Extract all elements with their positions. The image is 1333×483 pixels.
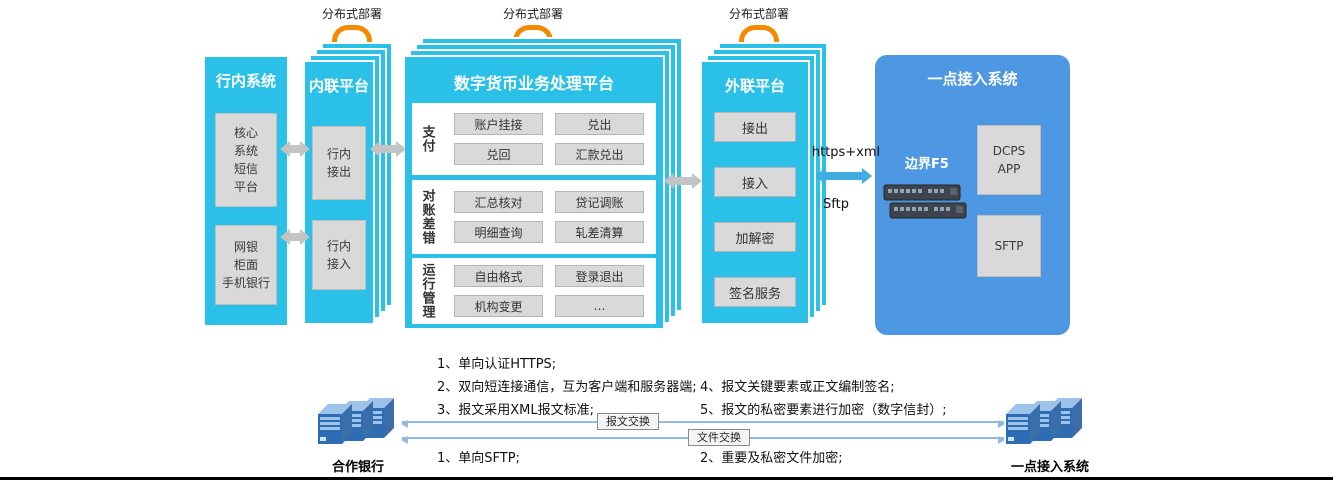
arrow-bar	[289, 145, 301, 153]
server-cluster-icon	[1006, 398, 1082, 444]
dcep-function-button: 汇总核对	[454, 191, 543, 213]
operations-button-grid: 自由格式 登录退出 机构变更 …	[442, 258, 656, 324]
access-system-bottom-label: 一点接入系统	[1010, 460, 1089, 475]
inner-platform-title: 内联平台	[308, 77, 369, 95]
note-encryption: 5、报文的私密要素进行加密（数字信封）;	[700, 403, 947, 418]
inner-out-box: 行内 接出	[312, 126, 366, 200]
core-system-box: 核心 系统 短信 平台	[215, 113, 277, 207]
bottom-border-line	[0, 477, 1333, 480]
note-file-encryption: 2、重要及私密文件加密;	[700, 451, 843, 466]
deploy-marker-3: 分布式部署	[721, 5, 797, 46]
arrow-bar	[824, 172, 863, 180]
dcep-platform-title: 数字货币业务处理平台	[453, 74, 614, 93]
external-platform: 外联平台 接出 接入 加解密 签名服务	[700, 42, 828, 325]
inner-platform-face: 内联平台 行内 接出 行内 接入	[303, 60, 375, 325]
dcep-function-button: 兑出	[555, 113, 644, 135]
deploy-label: 分布式部署	[502, 7, 563, 21]
external-platform-title: 外联平台	[724, 77, 785, 95]
payment-button-grid: 账户挂接 兑出 兑回 汇款兑出	[442, 103, 656, 175]
https-xml-label: https+xml	[811, 145, 881, 160]
deploy-marker-1: 分布式部署	[314, 5, 390, 46]
message-exchange-arrow	[401, 420, 1005, 428]
bank-system-title: 行内系统	[215, 72, 276, 90]
ext-in-button: 接入	[714, 167, 796, 197]
server-cluster-icon	[318, 398, 394, 444]
dcps-app-box: DCPS APP	[977, 125, 1041, 195]
dcep-function-button: 登录退出	[555, 265, 644, 287]
deploy-arc-icon	[739, 25, 779, 46]
deploy-arc-icon	[513, 25, 553, 46]
ext-out-button: 接出	[714, 112, 796, 142]
dcep-function-button: 轧差清算	[555, 221, 644, 243]
dcep-function-button: 账户挂接	[454, 113, 543, 135]
f5-device-icon	[883, 184, 967, 219]
arrow-external-to-access	[815, 167, 872, 185]
ext-signature-button: 签名服务	[714, 277, 796, 307]
sftp-link-label: Sftp	[823, 197, 849, 212]
reconciliation-row: 对账差错 汇总核对 贷记调账 明细查询 轧差清算	[412, 180, 656, 254]
deploy-arc-icon	[332, 25, 372, 46]
note-sftp: 1、单向SFTP;	[437, 451, 520, 466]
external-platform-face: 外联平台 接出 接入 加解密 签名服务	[700, 60, 810, 325]
arrow-bank-to-inner-bottom	[280, 229, 310, 245]
operations-row: 运行管理 自由格式 登录退出 机构变更 …	[412, 258, 656, 324]
dcep-platform: 数字货币业务处理平台 支付 账户挂接 兑出 兑回 汇款兑出 对账差错 汇总核对 …	[403, 37, 683, 330]
file-exchange-label: 文件交换	[688, 429, 750, 446]
dcep-function-button: 机构变更	[454, 295, 543, 317]
note-signature: 4、报文关键要素或正文编制签名;	[700, 380, 895, 395]
arrow-bank-to-inner-top	[280, 141, 310, 157]
inner-platform: 内联平台 行内 接出 行内 接入	[303, 42, 393, 325]
access-system-title: 一点接入系统	[927, 70, 1018, 88]
dcep-function-button: 兑回	[454, 143, 543, 165]
access-system-panel: 一点接入系统 边界F5 DCPS APP SFTP	[875, 55, 1070, 335]
arrow-bar	[379, 145, 397, 153]
note-xml-standard: 3、报文采用XML报文标准;	[437, 403, 595, 418]
deploy-label: 分布式部署	[728, 7, 789, 21]
arrow-bar	[673, 177, 693, 185]
deploy-marker-2: 分布式部署	[495, 5, 571, 46]
inner-in-box: 行内 接入	[312, 220, 366, 290]
arrow-dcep-to-external	[664, 173, 702, 189]
reconciliation-button-grid: 汇总核对 贷记调账 明细查询 轧差清算	[442, 180, 656, 254]
ext-crypto-button: 加解密	[714, 222, 796, 252]
channels-box: 网银 柜面 手机银行	[215, 225, 277, 305]
operations-row-label: 运行管理	[419, 263, 435, 319]
dcep-function-button: 明细查询	[454, 221, 543, 243]
payment-row: 支付 账户挂接 兑出 兑回 汇款兑出	[412, 103, 656, 175]
dcep-function-button: 自由格式	[454, 265, 543, 287]
reconciliation-row-label: 对账差错	[419, 189, 435, 245]
message-exchange-label: 报文交换	[597, 413, 659, 430]
bank-system-panel: 行内系统 核心 系统 短信 平台 网银 柜面 手机银行	[205, 57, 287, 325]
f5-label: 边界F5	[905, 157, 949, 172]
dcep-function-button: 汇款兑出	[555, 143, 644, 165]
payment-row-label: 支付	[419, 125, 435, 153]
deploy-label: 分布式部署	[321, 7, 382, 21]
note-https: 1、单向认证HTTPS;	[437, 357, 557, 372]
sftp-box: SFTP	[977, 215, 1041, 277]
partner-bank-label: 合作银行	[331, 460, 384, 475]
dcep-function-button: …	[555, 295, 644, 317]
note-short-connection: 2、双向短连接通信，互为客户端和服务器端;	[437, 380, 697, 395]
arrow-inner-to-dcep	[370, 141, 406, 157]
dcep-platform-face: 数字货币业务处理平台 支付 账户挂接 兑出 兑回 汇款兑出 对账差错 汇总核对 …	[403, 55, 665, 330]
arrow-bar	[289, 233, 301, 241]
dcep-function-button: 贷记调账	[555, 191, 644, 213]
